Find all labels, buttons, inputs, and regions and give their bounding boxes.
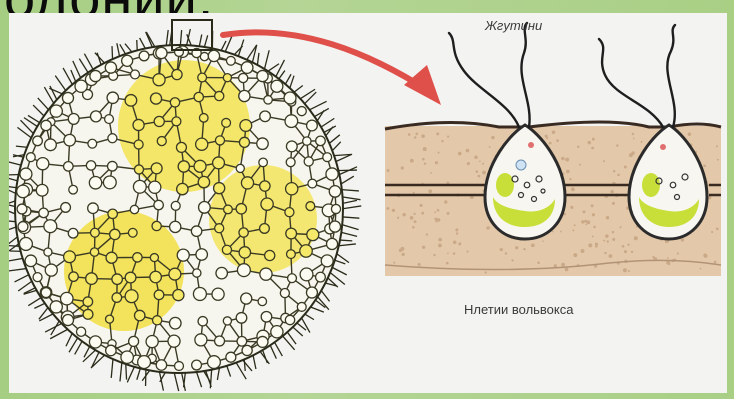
diagram-panel: Жгутини Нлетии вольвокса <box>9 13 727 393</box>
volvox-illustration <box>9 13 727 393</box>
volvox-colony <box>9 20 361 391</box>
flagella <box>449 23 675 127</box>
cell-section <box>385 23 721 276</box>
cells-label: Нлетии вольвокса <box>464 302 573 317</box>
flagella-label: Жгутини <box>485 18 542 33</box>
